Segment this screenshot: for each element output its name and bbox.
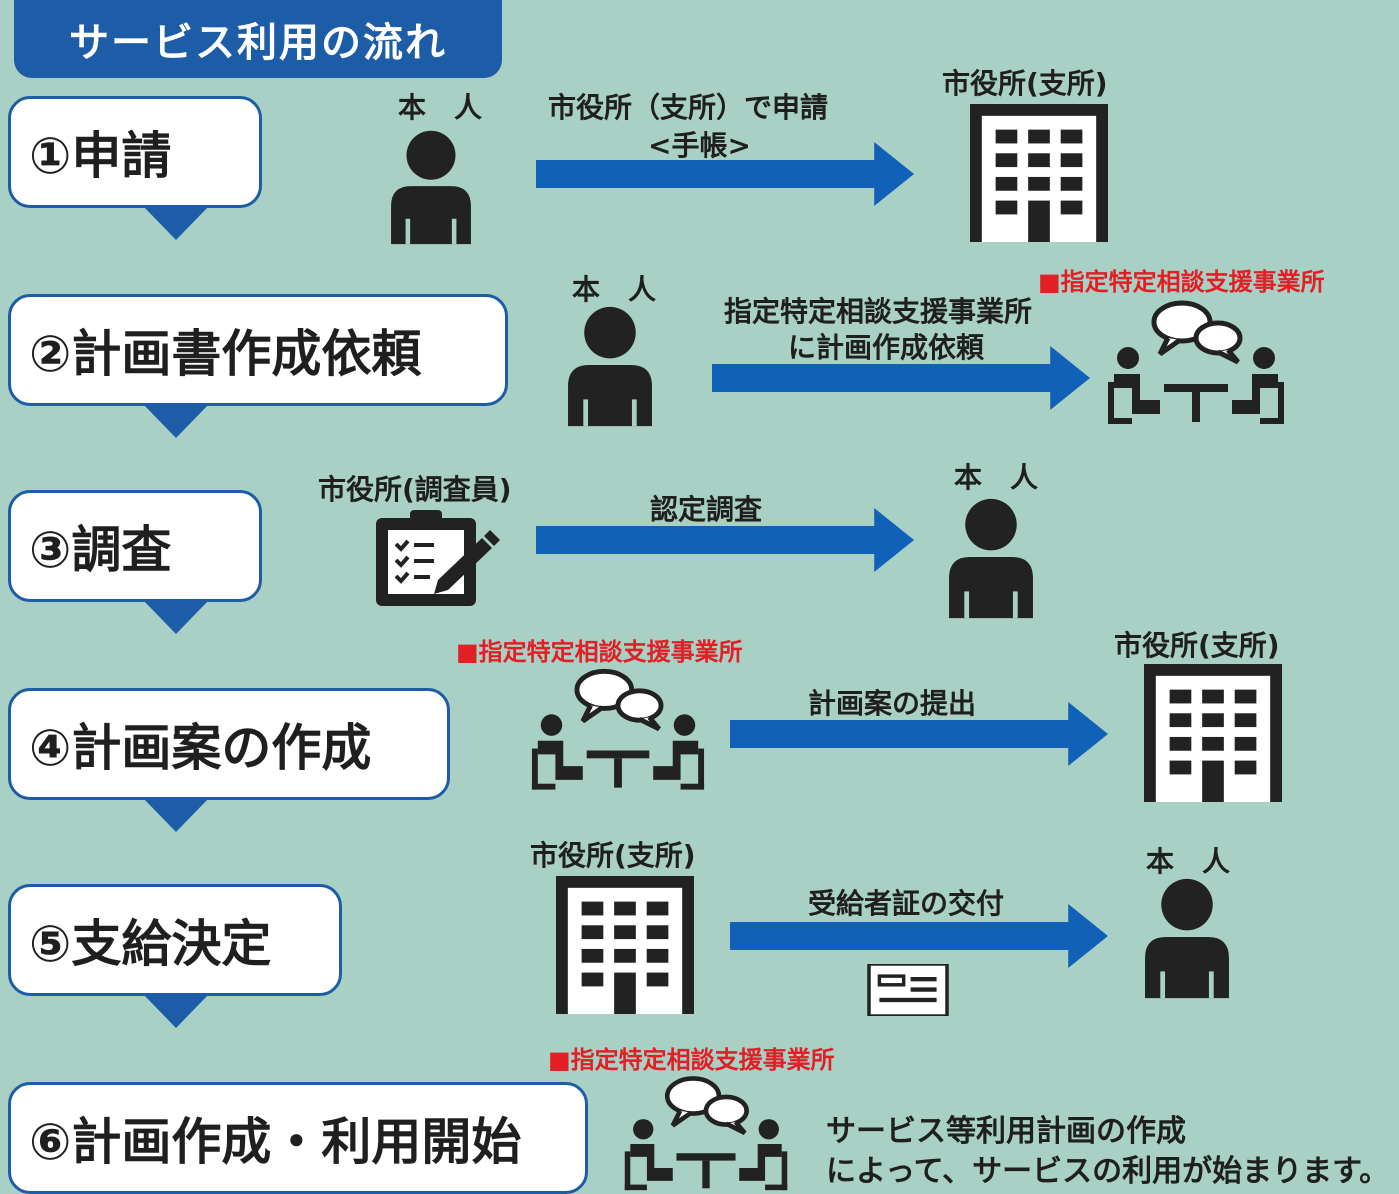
- step-3-box: ③調査: [8, 490, 262, 602]
- meeting-icon: [1106, 296, 1286, 426]
- person-icon: [938, 496, 1044, 620]
- step-1-action-line-1: 市役所（支所）で申請: [548, 91, 829, 124]
- step-1-from-label: 本 人: [398, 91, 483, 124]
- step-6-action-line-1: サービス等利用計画の作成: [826, 1114, 1186, 1149]
- step-3-arrow: [536, 508, 914, 572]
- step-2-label: ②計画書作成依頼: [29, 325, 422, 383]
- building-icon: [1144, 664, 1282, 802]
- meeting-icon: [620, 1072, 792, 1192]
- clipboard-icon: [372, 508, 502, 608]
- step-2-to-label: ■指定特定相談支援事業所: [1038, 268, 1325, 296]
- step-3-pointer: [143, 600, 209, 634]
- step-5-from-label: 市役所(支所): [530, 839, 696, 872]
- building-icon: [556, 876, 694, 1014]
- meeting-icon: [530, 664, 706, 792]
- step-3-from-label: 市役所(調査員): [318, 473, 512, 506]
- step-6-from-label: ■指定特定相談支援事業所: [548, 1046, 835, 1074]
- step-5-box: ⑤支給決定: [8, 884, 342, 996]
- step-3-action-line-1: 認定調査: [650, 493, 763, 526]
- step-4-to-label: 市役所(支所): [1114, 629, 1280, 662]
- step-1-arrow: [536, 142, 914, 206]
- step-2-from-label: 本 人: [572, 273, 657, 306]
- building-icon: [970, 104, 1108, 242]
- step-2-arrow: [712, 346, 1090, 410]
- step-3-label: ③調査: [29, 521, 172, 579]
- id-card-icon: [866, 964, 950, 1016]
- step-4-action-line-1: 計画案の提出: [808, 687, 977, 720]
- step-4-from-label: ■指定特定相談支援事業所: [456, 638, 743, 666]
- step-6-box: ⑥計画作成・利用開始: [8, 1082, 588, 1194]
- person-icon: [385, 128, 477, 246]
- step-1-pointer: [143, 206, 209, 240]
- page-title: サービス利用の流れ: [14, 0, 502, 78]
- step-6-label: ⑥計画作成・利用開始: [29, 1113, 522, 1171]
- person-icon: [1134, 876, 1240, 1000]
- step-1-label: ①申請: [29, 127, 172, 185]
- step-3-to-label: 本 人: [954, 461, 1039, 494]
- step-2-pointer: [143, 404, 209, 438]
- step-5-arrow: [730, 904, 1108, 968]
- step-1-box: ①申請: [8, 96, 262, 208]
- step-2-box: ②計画書作成依頼: [8, 294, 508, 406]
- step-4-arrow: [730, 702, 1108, 766]
- step-5-to-label: 本 人: [1146, 845, 1231, 878]
- step-5-label: ⑤支給決定: [29, 915, 272, 973]
- person-icon: [560, 304, 660, 428]
- step-4-pointer: [143, 798, 209, 832]
- step-1-action-line-2: <手帳>: [648, 129, 751, 162]
- step-5-pointer: [143, 994, 209, 1028]
- step-2-action-line-2: に計画作成依頼: [788, 331, 985, 364]
- step-4-label: ④計画案の作成: [29, 719, 372, 777]
- step-6-action-line-2: によって、サービスの利用が始まります。: [826, 1154, 1390, 1189]
- step-4-box: ④計画案の作成: [8, 688, 450, 800]
- step-1-to-label: 市役所(支所): [942, 67, 1108, 100]
- step-5-action-line-1: 受給者証の交付: [808, 887, 1005, 920]
- step-2-action-line-1: 指定特定相談支援事業所: [724, 295, 1033, 328]
